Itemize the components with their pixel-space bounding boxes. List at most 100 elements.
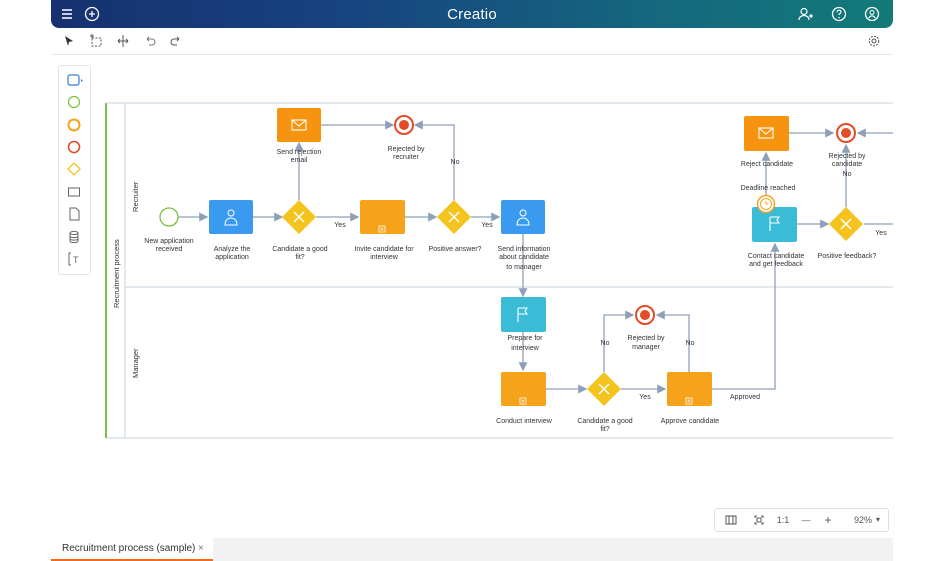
task-approve-candidate[interactable] — [667, 372, 712, 406]
subprocess-marker-icon — [378, 225, 386, 233]
subprocess-icon[interactable] — [67, 185, 81, 199]
lane-label-recruiter: Recruiter — [131, 181, 140, 212]
timer-boundary-event[interactable] — [756, 194, 776, 214]
user-task-icon — [224, 209, 238, 226]
label: fit? — [600, 426, 609, 433]
actual-size-button[interactable]: 1:1 — [776, 515, 790, 525]
email-icon — [758, 127, 774, 139]
user-add-icon[interactable] — [797, 6, 813, 22]
task-conduct-interview[interactable] — [501, 372, 546, 406]
label: application — [215, 254, 249, 261]
label: New application — [144, 238, 194, 245]
label: Positive answer? — [429, 246, 482, 253]
gateway-candidate-good-fit[interactable] — [282, 200, 316, 234]
close-icon[interactable]: × — [198, 543, 204, 554]
redo-icon[interactable] — [168, 34, 184, 50]
tab-label: Recruitment process (sample) — [62, 543, 196, 554]
map-icon[interactable] — [723, 509, 739, 531]
label: email — [291, 157, 308, 164]
label: Send rejection — [277, 149, 322, 156]
settings-icon[interactable] — [866, 34, 882, 50]
task-prepare-for-interview[interactable] — [501, 297, 546, 332]
bottom-tab-strip: Recruitment process (sample) × — [51, 538, 893, 561]
label: manager — [632, 344, 660, 351]
flow-label-yes: Yes — [334, 222, 346, 229]
annotation-icon[interactable]: T — [67, 252, 81, 266]
label: Rejected by — [829, 153, 866, 160]
flag-icon — [769, 216, 781, 231]
label: Send information — [498, 246, 551, 253]
label: recruiter — [393, 154, 419, 161]
task-icon[interactable] — [67, 73, 83, 87]
lane-label-manager: Manager — [131, 348, 140, 378]
designer-toolbar — [51, 30, 893, 55]
plus-circle-icon[interactable] — [84, 6, 100, 22]
label: and get feedback — [749, 261, 803, 268]
task-send-information[interactable] — [501, 200, 545, 234]
label: Approve candidate — [661, 418, 719, 425]
gateway-positive-answer[interactable] — [437, 200, 471, 234]
label: interview — [511, 345, 540, 352]
label: fit? — [295, 254, 304, 261]
label: received — [156, 246, 183, 253]
zoom-level[interactable]: 92% — [853, 515, 872, 525]
pointer-icon[interactable] — [61, 34, 77, 50]
label: Rejected by — [628, 335, 665, 342]
tab-recruitment-process[interactable]: Recruitment process (sample) × — [51, 538, 213, 561]
label: to manager — [506, 264, 542, 271]
undo-icon[interactable] — [142, 34, 158, 50]
user-task-icon — [516, 209, 530, 226]
flow-label-no: No — [686, 340, 695, 347]
label: interview — [370, 254, 399, 261]
label: Candidate a good — [272, 246, 327, 253]
flow-label-no: No — [843, 171, 852, 178]
flow-label-yes: Yes — [875, 230, 887, 237]
element-palette: T — [58, 65, 91, 275]
start-event-icon[interactable] — [67, 95, 81, 109]
label: Candidate a good — [577, 418, 632, 425]
end-event-rejected-by-candidate[interactable] — [836, 123, 856, 143]
task-contact-candidate[interactable] — [752, 207, 797, 242]
profile-icon[interactable] — [864, 6, 880, 22]
flag-icon — [517, 307, 529, 322]
menu-icon[interactable] — [59, 6, 75, 22]
task-invite-candidate[interactable] — [360, 200, 405, 234]
space-tool-icon[interactable] — [115, 34, 131, 50]
brand-logo: Creatio — [447, 6, 497, 23]
marquee-select-icon[interactable] — [88, 34, 104, 50]
task-send-rejection-email[interactable] — [277, 108, 321, 142]
data-store-icon[interactable] — [67, 230, 81, 244]
end-event-rejected-by-recruiter[interactable] — [394, 115, 414, 135]
task-analyze-application[interactable] — [209, 200, 253, 234]
label: candidate — [832, 161, 862, 168]
flow-label-yes: Yes — [639, 394, 651, 401]
task-reject-candidate[interactable] — [744, 116, 789, 151]
fit-to-screen-icon[interactable] — [753, 509, 765, 531]
top-navigation-bar: Creatio — [51, 0, 893, 28]
data-object-icon[interactable] — [67, 207, 81, 221]
help-icon[interactable] — [831, 6, 847, 22]
start-event[interactable] — [159, 207, 179, 227]
label: Deadline reached — [741, 185, 796, 192]
subprocess-marker-icon — [685, 397, 693, 405]
zoom-controls: 1:1 — + 92% ▾ — [714, 508, 889, 532]
diagram-labels: New application received Analyze the app… — [144, 146, 887, 433]
label: Conduct interview — [496, 418, 553, 425]
intermediate-event-icon[interactable] — [67, 118, 81, 132]
label: Approved — [730, 394, 760, 401]
gateway-candidate-good-fit-manager[interactable] — [587, 372, 621, 406]
chevron-down-icon[interactable]: ▾ — [875, 515, 880, 524]
zoom-in-button[interactable]: + — [824, 513, 832, 527]
end-event-icon[interactable] — [67, 140, 81, 154]
label: Invite candidate for — [354, 246, 414, 253]
gateway-positive-feedback[interactable] — [829, 207, 863, 241]
end-event-rejected-by-manager[interactable] — [635, 305, 655, 325]
zoom-out-button[interactable]: — — [801, 515, 811, 525]
gateway-icon[interactable] — [67, 162, 81, 176]
label: Analyze the — [214, 246, 251, 253]
label: Positive feedback? — [818, 253, 877, 260]
label: Prepare for — [507, 335, 543, 342]
pool[interactable]: Recruitment process Recruiter Manager — [105, 102, 893, 439]
flow-label-no: No — [601, 340, 610, 347]
